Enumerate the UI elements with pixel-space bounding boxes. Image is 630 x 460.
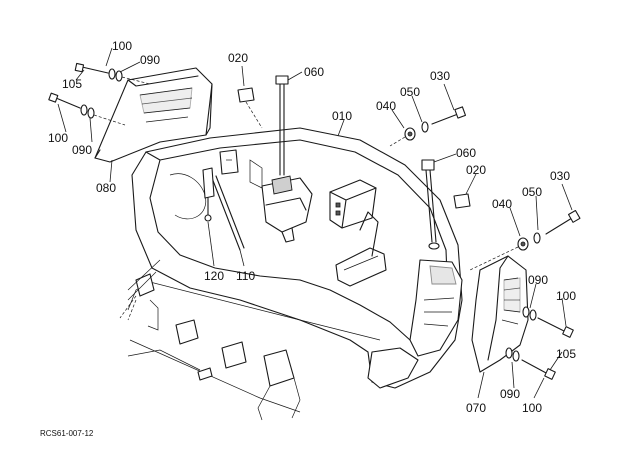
callout-020: 020 xyxy=(228,51,248,65)
callout-090: 090 xyxy=(500,387,520,401)
callout-labels: 100 090 105 100 090 080 020 060 010 030 … xyxy=(48,39,576,415)
front-hood-010 xyxy=(131,127,463,389)
figure-code: RCS61-007-12 xyxy=(40,429,94,438)
left-upper-bolt-set xyxy=(74,62,151,85)
callout-070: 070 xyxy=(466,401,486,415)
callout-040: 040 xyxy=(376,99,396,113)
cap-020-right xyxy=(453,193,471,209)
callout-050: 050 xyxy=(400,85,420,99)
callout-090: 090 xyxy=(72,143,92,157)
right-lower-side-bolt-set xyxy=(505,347,556,380)
left-side-panel-080 xyxy=(94,67,213,163)
front-frame-outline xyxy=(119,259,381,421)
center-bolt-060 xyxy=(275,75,289,176)
cap-020-left xyxy=(237,87,263,129)
callout-040: 040 xyxy=(492,197,512,211)
callout-090: 090 xyxy=(528,273,548,287)
right-middle-bolt-set xyxy=(469,209,581,271)
callout-100: 100 xyxy=(112,39,132,53)
callout-060: 060 xyxy=(304,65,324,79)
callout-100: 100 xyxy=(556,289,576,303)
callout-110: 110 xyxy=(236,269,255,283)
support-rod-110 xyxy=(211,175,245,251)
callout-030: 030 xyxy=(550,169,570,183)
callout-050: 050 xyxy=(522,185,542,199)
leader-lines xyxy=(57,47,573,399)
callout-105: 105 xyxy=(62,77,82,91)
right-upper-bolt-set xyxy=(389,106,467,147)
right-upper-side-bolt-set xyxy=(522,306,574,338)
callout-105: 105 xyxy=(556,347,576,361)
right-side-panel-070 xyxy=(471,255,529,373)
right-bolt-060 xyxy=(421,159,440,250)
callout-080: 080 xyxy=(96,181,116,195)
latch-120 xyxy=(202,167,215,222)
left-lower-bolt-set xyxy=(48,92,126,126)
callout-090: 090 xyxy=(140,53,160,67)
callout-010: 010 xyxy=(332,109,352,123)
callout-100: 100 xyxy=(48,131,68,145)
callout-100: 100 xyxy=(522,401,542,415)
callout-120: 120 xyxy=(204,269,224,283)
callout-060: 060 xyxy=(456,146,476,160)
callout-020: 020 xyxy=(466,163,486,177)
callout-030: 030 xyxy=(430,69,450,83)
